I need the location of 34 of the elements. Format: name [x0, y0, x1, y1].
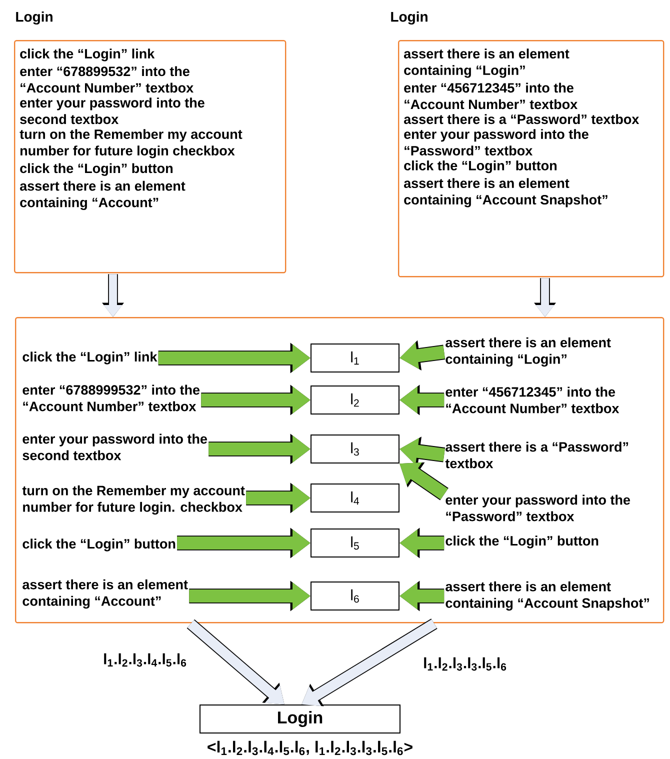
- label-box: l$_{5}$: [310, 528, 400, 558]
- label-box: l$_{4}$: [310, 484, 400, 512]
- result-box: Login: [200, 704, 400, 734]
- edge-label: l$_{1}$.l$_{2}$.l$_{3}$.l$_{4}$.l$_{5}$.l$_{6}$: [102, 652, 188, 668]
- node-label: click the “Login” button: [20, 163, 173, 176]
- label-box: l$_{6}$: [310, 582, 400, 610]
- step-text: assert there is a “Password” textbox: [445, 442, 628, 468]
- node-label: assert there is an element containing “Login”: [404, 48, 570, 78]
- label-box: l$_{3}$: [310, 434, 400, 464]
- step-list-box: assert there is an element containing “Login” enter “456712345” into the “Account Number” textbox assert there is a “Password” textbox enter your password into the “Password” textbox click the “Login” button assert there is an element containing “Account Snapshot”: [398, 40, 664, 278]
- heading: Login: [391, 11, 428, 25]
- edge-label: l$_{1}$.l$_{2}$.l$_{3}$.l$_{3}$.l$_{5}$.l$_{6}$: [422, 656, 508, 672]
- step-text: enter your password into the “Password” textbox: [446, 494, 630, 522]
- heading: Login: [16, 11, 52, 25]
- step-list-box: click the “Login” link enter “678899532” into the “Account Number” textbox enter your password into the second textbox turn on the Remember my account number for future login checkbox click the “Login” button assert there is an element containing “Account”: [14, 40, 286, 274]
- label-box: l$_{1}$: [310, 344, 400, 372]
- step-text: click the “Login” button: [22, 538, 176, 552]
- node-label: assert there is an element containing “Account”: [20, 180, 186, 210]
- node-label: click the “Login” link: [20, 48, 155, 62]
- group-box: [15, 317, 664, 624]
- label-box: l$_{2}$: [310, 386, 400, 414]
- node-label: click the “Login” button: [404, 160, 557, 174]
- step-text: assert there is an element containing “Account Snapshot”: [446, 581, 649, 611]
- node-label: assert there is an element containing “Account Snapshot”: [404, 178, 608, 208]
- step-text: enter “456712345” into the “Account Number” textbox: [446, 386, 620, 414]
- step-text: assert there is an element containing “Account”: [22, 579, 188, 609]
- step-text: click the “Login” button: [446, 536, 598, 548]
- sequence-text: <l$_{1}$.l$_{2}$.l$_{3}$.l$_{4}$.l$_{5}$.l$_{6}$, l$_{1}$.l$_{2}$.l$_{3}$.l$_{3}$.l$_{5}$.l$_{6}$>: [208, 740, 412, 756]
- step-text: turn on the Remember my account number for future login. checkbox: [22, 485, 245, 515]
- node-label: assert there is a “Password” textbox: [404, 114, 640, 124]
- step-text: enter “6788999532” into the “Account Number” textbox: [22, 384, 200, 412]
- step-text: click the “Login” link: [22, 352, 158, 364]
- step-text: assert there is an element containing “Login”: [446, 337, 611, 367]
- step-text: enter your password into the second textbox: [22, 434, 207, 460]
